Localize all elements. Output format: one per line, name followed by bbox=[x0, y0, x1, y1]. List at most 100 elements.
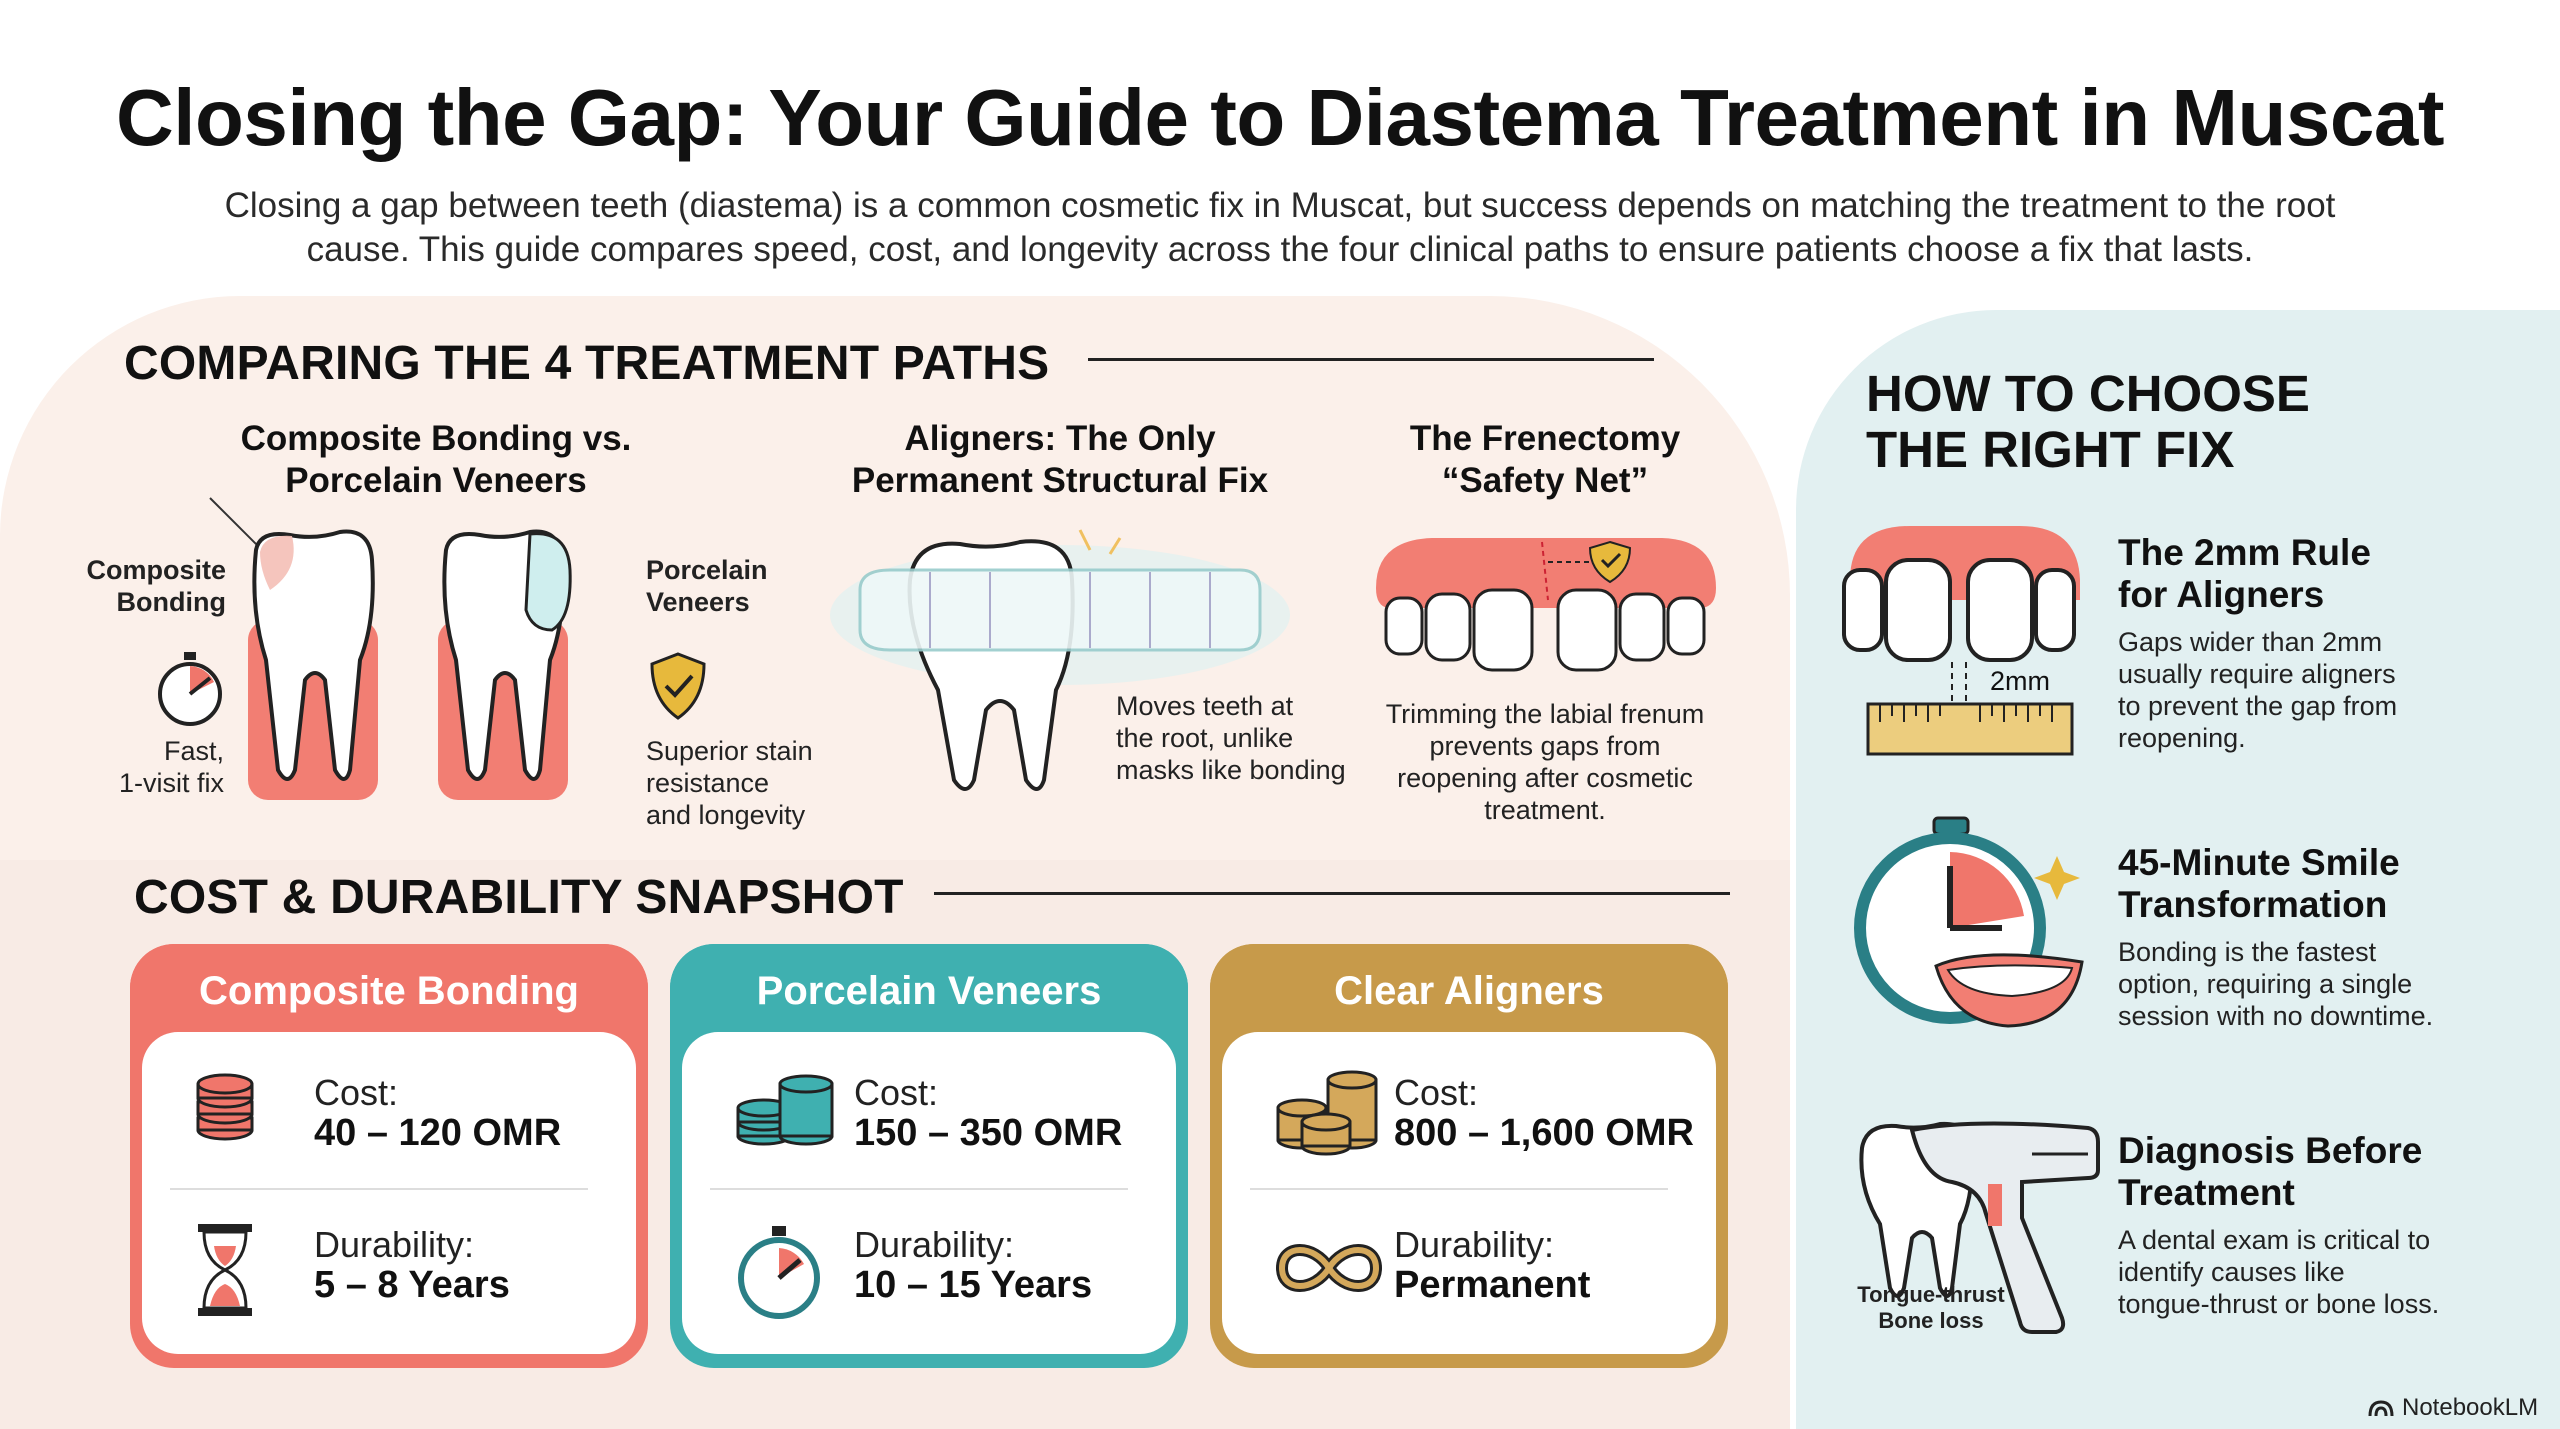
label-line: Porcelain bbox=[646, 555, 768, 585]
note-line: prevents gaps from bbox=[1429, 731, 1661, 761]
timer-smile-icon bbox=[1854, 816, 2084, 1028]
choose-item-text: A dental exam is critical to identify ca… bbox=[2118, 1224, 2439, 1320]
snapshot-heading: COST & DURABILITY SNAPSHOT bbox=[134, 871, 904, 924]
title-line: Diagnosis Before bbox=[2118, 1130, 2423, 1171]
choose-item-title: The 2mm Rule for Aligners bbox=[2118, 532, 2371, 616]
choose-heading: HOW TO CHOOSE THE RIGHT FIX bbox=[1866, 366, 2310, 478]
paths-heading-rule bbox=[1088, 358, 1654, 361]
card-body: Cost: 40 – 120 OMR Durability: 5 – 8 Yea… bbox=[142, 1032, 636, 1354]
note-line: Moves teeth at bbox=[1116, 691, 1294, 721]
gap-measure-label: 2mm bbox=[1990, 666, 2050, 696]
card-body: Cost: 150 – 350 OMR Durability: 10 – 15 … bbox=[682, 1032, 1176, 1354]
title-line: Permanent Structural Fix bbox=[851, 461, 1269, 500]
subtitle-line: cause. This guide compares speed, cost, … bbox=[306, 230, 2254, 269]
subtitle-line: Closing a gap between teeth (diastema) i… bbox=[224, 186, 2336, 225]
note-line: and longevity bbox=[646, 800, 806, 830]
gap-ruler-icon bbox=[1842, 526, 2080, 756]
porcelain-veneers-label: Porcelain Veneers bbox=[646, 554, 806, 618]
brand-name: NotebookLM bbox=[2402, 1394, 2539, 1421]
title-line: The Frenectomy bbox=[1409, 419, 1681, 458]
note-line: the root, unlike bbox=[1116, 723, 1294, 753]
frenectomy-note: Trimming the labial frenum prevents gaps… bbox=[1348, 698, 1742, 826]
stopwatch-icon bbox=[158, 652, 222, 726]
text-line: Gaps wider than 2mm bbox=[2118, 627, 2383, 657]
title-line: Composite Bonding vs. bbox=[240, 419, 632, 458]
cost-value: 800 – 1,600 OMR bbox=[1394, 1112, 1694, 1154]
aligner-tooth-illustration bbox=[830, 529, 1290, 791]
notebooklm-logo-icon bbox=[2368, 1400, 2394, 1417]
note-line: Superior stain bbox=[646, 736, 813, 766]
gold-coins-icon bbox=[1276, 1070, 1378, 1156]
title-line: Transformation bbox=[2118, 884, 2388, 925]
title-line: Treatment bbox=[2118, 1172, 2295, 1213]
durability-label: Durability: bbox=[314, 1224, 475, 1265]
card-composite-bonding: Composite Bonding Cost: 40 – 120 OMR Dur… bbox=[130, 944, 648, 1368]
durability-value: Permanent bbox=[1394, 1264, 1591, 1306]
card-title: Porcelain Veneers bbox=[670, 944, 1188, 1039]
choose-item-title: 45-Minute Smile Transformation bbox=[2118, 842, 2400, 926]
brand-watermark: NotebookLM bbox=[2368, 1394, 2538, 1422]
coin-stacks-icon bbox=[736, 1074, 834, 1146]
label-line: Composite bbox=[86, 555, 226, 585]
note-line: Fast, bbox=[163, 736, 224, 766]
page-subtitle: Closing a gap between teeth (diastema) i… bbox=[190, 184, 2370, 272]
coin-stack-icon bbox=[196, 1073, 254, 1141]
aligners-title: Aligners: The Only Permanent Structural … bbox=[820, 418, 1300, 502]
frenectomy-gums-illustration bbox=[1376, 538, 1716, 672]
text-line: A dental exam is critical to bbox=[2118, 1225, 2431, 1255]
note-line: masks like bonding bbox=[1116, 755, 1346, 785]
card-title: Composite Bonding bbox=[130, 944, 648, 1039]
title-line: 45-Minute Smile bbox=[2118, 842, 2400, 883]
page-title: Closing the Gap: Your Guide to Diastema … bbox=[116, 73, 2444, 162]
note-line: treatment. bbox=[1484, 795, 1606, 825]
durability-value: 10 – 15 Years bbox=[854, 1264, 1093, 1306]
hourglass-icon bbox=[198, 1224, 252, 1316]
text-line: option, requiring a single bbox=[2118, 969, 2413, 999]
choose-item-text: Bonding is the fastest option, requiring… bbox=[2118, 936, 2433, 1032]
title-line: for Aligners bbox=[2118, 574, 2325, 615]
durability-value: 5 – 8 Years bbox=[314, 1264, 510, 1306]
aligners-note: Moves teeth at the root, unlike masks li… bbox=[1116, 690, 1376, 786]
card-clear-aligners: Clear Aligners Cost: 800 – 1,600 OMR Dur… bbox=[1210, 944, 1728, 1368]
card-body: Cost: 800 – 1,600 OMR Durability: Perman… bbox=[1222, 1032, 1716, 1354]
paths-heading: COMPARING THE 4 TREATMENT PATHS bbox=[124, 337, 1050, 390]
note-line: 1-visit fix bbox=[118, 768, 224, 798]
dental-scanner-icon bbox=[1859, 1121, 2100, 1334]
card-divider bbox=[1250, 1188, 1668, 1190]
text-line: Bonding is the fastest bbox=[2118, 937, 2377, 967]
shield-check-icon bbox=[650, 652, 706, 720]
text-line: identify causes like bbox=[2118, 1257, 2345, 1287]
cost-label: Cost: bbox=[854, 1072, 939, 1113]
cost-value: 150 – 350 OMR bbox=[854, 1112, 1123, 1154]
heading-line: THE RIGHT FIX bbox=[1866, 421, 2235, 478]
stopwatch-icon bbox=[738, 1226, 820, 1319]
text-line: session with no downtime. bbox=[2118, 1001, 2434, 1031]
frenectomy-title: The Frenectomy “Safety Net” bbox=[1300, 418, 1790, 502]
cost-value: 40 – 120 OMR bbox=[314, 1112, 562, 1154]
bonding-veneers-title: Composite Bonding vs. Porcelain Veneers bbox=[196, 418, 676, 502]
card-porcelain-veneers: Porcelain Veneers Cost: 150 – 350 OMR Du… bbox=[670, 944, 1188, 1368]
heading-line: HOW TO CHOOSE bbox=[1866, 365, 2310, 422]
note-line: resistance bbox=[646, 768, 770, 798]
bonding-note: Fast, 1-visit fix bbox=[100, 735, 224, 799]
title-line: The 2mm Rule bbox=[2118, 532, 2371, 573]
note-line: reopening after cosmetic bbox=[1397, 763, 1693, 793]
label-line: Tongue-thrust bbox=[1857, 1282, 2005, 1307]
snapshot-heading-rule bbox=[934, 892, 1730, 895]
card-divider bbox=[710, 1188, 1128, 1190]
durability-label: Durability: bbox=[854, 1224, 1015, 1265]
title-line: Porcelain Veneers bbox=[285, 461, 587, 500]
text-line: tongue-thrust or bone loss. bbox=[2118, 1289, 2440, 1319]
choose-item-title: Diagnosis Before Treatment bbox=[2118, 1130, 2422, 1214]
text-line: to prevent the gap from bbox=[2118, 691, 2398, 721]
title-line: “Safety Net” bbox=[1441, 461, 1649, 500]
label-line: Bonding bbox=[116, 587, 226, 617]
card-divider bbox=[170, 1188, 588, 1190]
cost-label: Cost: bbox=[1394, 1072, 1479, 1113]
bonding-veneers-teeth-illustration bbox=[209, 497, 572, 800]
text-line: reopening. bbox=[2118, 723, 2246, 753]
veneers-note: Superior stain resistance and longevity bbox=[646, 735, 866, 831]
card-title: Clear Aligners bbox=[1210, 944, 1728, 1039]
infinity-icon bbox=[1275, 1244, 1383, 1292]
durability-label: Durability: bbox=[1394, 1224, 1555, 1265]
